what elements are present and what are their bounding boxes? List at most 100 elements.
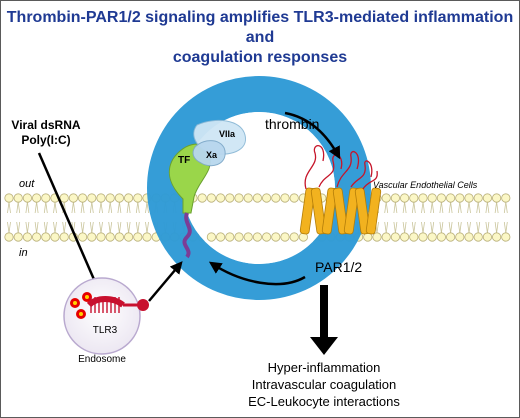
lipid-tail: [53, 221, 56, 234]
par-extracellular-loop: [318, 154, 343, 188]
tlr3-tir-domain: [137, 299, 149, 311]
lipid-head: [501, 193, 511, 203]
lipid-tail: [117, 221, 120, 234]
factor-xa-shape: [192, 140, 226, 167]
lipid-tail: [100, 201, 103, 214]
par-helix: [365, 187, 382, 235]
lipid-tail: [477, 201, 481, 214]
lipid-head: [41, 232, 51, 242]
par-extracellular-loop: [350, 160, 373, 188]
lipid-tail: [25, 201, 28, 214]
lipid-tail: [34, 221, 37, 234]
lipid-tail: [477, 221, 481, 234]
lipid-tail: [119, 201, 122, 214]
lipid-head: [427, 193, 437, 203]
lipid-head: [372, 232, 382, 242]
lipid-head: [289, 193, 299, 203]
lipid-tail: [468, 221, 471, 234]
lipid-tail: [494, 221, 497, 234]
viia-label: VIIa: [219, 129, 236, 139]
lipid-tail: [137, 201, 140, 214]
lipid-tail: [505, 221, 508, 234]
lipid-head: [225, 232, 235, 242]
lipid-head: [4, 232, 14, 242]
lipid-head: [473, 232, 483, 242]
lipid-head: [225, 193, 235, 203]
lipid-tail: [7, 201, 10, 214]
lipid-tail: [146, 201, 149, 214]
lipid-head: [124, 193, 134, 203]
lipid-head: [482, 193, 492, 203]
outcome-intravascular-coagulation: Intravascular coagulation: [252, 377, 397, 392]
tf-cytoplasmic-tail: [182, 212, 192, 259]
lipid-tail: [430, 201, 433, 214]
lipid-head: [78, 193, 88, 203]
lipid-tail: [135, 201, 139, 214]
lipid-head: [87, 232, 97, 242]
lipid-tail: [73, 201, 76, 214]
par-helix: [332, 187, 349, 235]
lipid-head: [455, 193, 465, 203]
lipid-head: [216, 193, 226, 203]
tlr3-label: TLR3: [93, 325, 118, 336]
lipid-head: [78, 232, 88, 242]
lipid-tail: [128, 221, 131, 234]
lipid-tail: [7, 221, 10, 234]
lipid-tail: [36, 201, 39, 214]
lipid-head: [399, 193, 410, 203]
lipid-tail: [43, 201, 47, 214]
lipid-tail: [99, 221, 102, 234]
lipid-tail: [8, 221, 11, 234]
lipid-tail: [385, 201, 389, 214]
lipid-head: [87, 193, 97, 203]
par-to-tf-feedback-arrow: [208, 261, 306, 286]
lipid-tail: [413, 201, 416, 214]
lipid-tail: [146, 221, 149, 234]
lipid-head: [13, 193, 23, 203]
lipid-head: [105, 232, 115, 242]
lipid-tail: [485, 201, 488, 214]
lipid-tail: [468, 201, 471, 214]
lipid-tail: [448, 221, 451, 234]
thrombin-label: thrombin: [265, 116, 319, 132]
lipid-head: [243, 193, 253, 203]
lipid-tail: [485, 221, 488, 234]
lipid-tail: [89, 201, 93, 214]
lipid-head: [59, 232, 69, 242]
lipid-tail: [53, 201, 56, 214]
lipid-head: [418, 193, 428, 203]
lipid-tail: [45, 221, 48, 234]
par-extracellular-loop: [362, 170, 378, 190]
lipid-head: [142, 232, 152, 242]
lipid-tail: [411, 221, 415, 234]
lipid-tail: [126, 221, 129, 234]
lipid-head: [261, 193, 272, 203]
lipid-tail: [431, 221, 435, 234]
lipid-tail: [27, 201, 30, 214]
lipid-tail: [89, 221, 93, 234]
lipid-tail: [25, 221, 28, 234]
lipid-tail: [80, 221, 83, 234]
lipid-head: [96, 232, 106, 242]
lipid-head: [445, 232, 456, 242]
lipid-head: [252, 193, 262, 203]
lipid-head: [59, 193, 69, 203]
lipid-tail: [54, 221, 57, 234]
lipid-head: [68, 193, 79, 203]
lipid-head: [133, 193, 143, 203]
lipid-tail: [91, 201, 94, 214]
lipid-tail: [109, 201, 113, 214]
lipid-head: [436, 232, 446, 242]
lipid-head: [399, 232, 410, 242]
lipid-head: [31, 193, 42, 203]
lipid-tail: [402, 221, 405, 234]
lipid-tail: [27, 221, 30, 234]
lipid-head: [418, 232, 428, 242]
tlr3-receptor: [86, 296, 149, 313]
lipid-head: [114, 232, 125, 242]
lipid-head: [390, 193, 400, 203]
lipid-tail: [384, 201, 387, 214]
lipid-head: [482, 232, 492, 242]
dsrna-entry-arrow: [37, 152, 101, 294]
lipid-head: [464, 232, 474, 242]
